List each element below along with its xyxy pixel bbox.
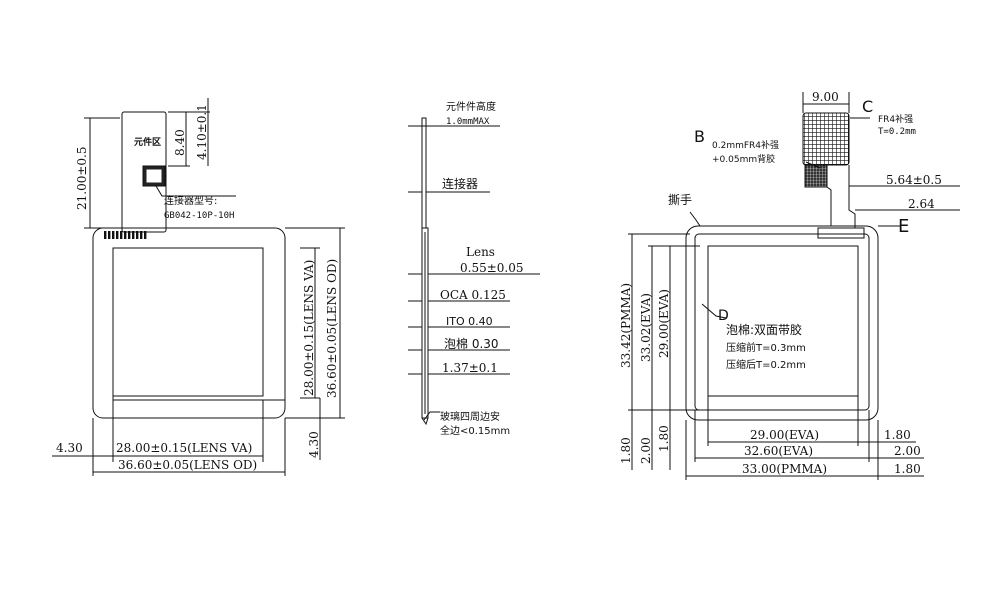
lens-label: Lens xyxy=(466,245,495,259)
eva-inner xyxy=(707,245,859,397)
component-height-label: 元件件高度 xyxy=(446,100,496,113)
label-c: C xyxy=(862,97,873,116)
dim-180-b: 1.80 xyxy=(657,425,671,452)
dim-180-d: 1.80 xyxy=(894,462,921,476)
lens-outline xyxy=(92,227,286,419)
fr4-b-line2: +0.05mm背胶 xyxy=(712,153,775,165)
label-b: B xyxy=(694,127,705,146)
ito-label: ITO 0.40 xyxy=(446,315,493,328)
glass-note-1: 玻璃四周边安 xyxy=(440,410,500,423)
eva-outline xyxy=(694,233,870,411)
dim-od-vertical: 36.60±0.05(LENS OD) xyxy=(325,259,339,398)
dim-od-horizontal: 36.60±0.05(LENS OD) xyxy=(118,458,257,472)
pull-tab xyxy=(817,227,865,239)
connector-model: GB042-10P-10H xyxy=(164,211,234,221)
dim-tail-a: 8.40 xyxy=(173,129,187,156)
dim-pmma-horizontal: 33.00(PMMA) xyxy=(742,462,827,476)
label-d: D xyxy=(718,308,729,324)
fr4-stiffener-b xyxy=(804,164,828,188)
dim-eva-horizontal-2: 32.60(EVA) xyxy=(744,444,813,458)
left-view xyxy=(52,98,345,476)
lens-value: 0.55±0.05 xyxy=(460,261,524,275)
dim-180-c: 1.80 xyxy=(884,428,911,442)
connector-label: 连接器型号: xyxy=(164,194,217,207)
dim-eva-horizontal-1: 29.00(EVA) xyxy=(750,428,819,442)
side-fpc xyxy=(421,117,427,229)
dim-180-a: 1.80 xyxy=(619,437,633,464)
fr4-stiffener-c xyxy=(802,112,850,166)
fr4-c-line2: T=0.2mm xyxy=(878,127,916,137)
pmma-outline xyxy=(685,225,879,421)
fr4-b-line1: 0.2mmFR4补强 xyxy=(712,139,779,151)
dim-564: 5.64±0.5 xyxy=(886,173,942,187)
foam-line2: 压缩前T=0.3mm xyxy=(726,341,806,354)
dim-va-vertical: 28.00±0.15(LENS VA) xyxy=(302,260,316,396)
component-height-value: 1.0mmMAX xyxy=(446,117,490,127)
dim-200: 2.00 xyxy=(639,437,653,464)
dim-left-offset: 4.30 xyxy=(56,441,83,455)
glass-note-2: 全边<0.15mm xyxy=(440,424,510,437)
dim-tail-b: 4.10±0.1 xyxy=(195,104,209,160)
total-thickness: 1.37±0.1 xyxy=(442,361,498,375)
side-view xyxy=(408,117,540,426)
connector-inner xyxy=(146,169,162,183)
foam-line1: 泡棉:双面带胶 xyxy=(726,322,802,337)
dim-264: 2.64 xyxy=(908,197,935,211)
pull-tab-label: 撕手 xyxy=(668,193,692,207)
fpc-contacts xyxy=(104,231,148,239)
label-e: E xyxy=(898,216,909,237)
right-view xyxy=(628,92,960,480)
fr4-c-line1: FR4补强 xyxy=(878,113,913,125)
dim-bottom-offset: 4.30 xyxy=(307,431,321,458)
dim-eva-vertical-2: 29.00(EVA) xyxy=(657,289,671,358)
foam-side-label: 泡棉 0.30 xyxy=(444,337,499,351)
dim-top-width: 9.00 xyxy=(812,90,839,104)
dim-eva-vertical-1: 33.02(EVA) xyxy=(639,293,653,362)
dim-total-height: 21.00±0.5 xyxy=(75,147,89,211)
foam-line3: 压缩后T=0.2mm xyxy=(726,358,806,371)
oca-label: OCA 0.125 xyxy=(440,288,506,302)
dim-pmma-vertical: 33.42(PMMA) xyxy=(619,283,633,368)
connector-side-label: 连接器 xyxy=(442,176,478,191)
dim-va-horizontal: 28.00±0.15(LENS VA) xyxy=(116,441,252,455)
dim-200-right: 2.00 xyxy=(894,444,921,458)
component-area-label: 元件区 xyxy=(134,136,161,148)
lens-va-area xyxy=(112,247,264,397)
